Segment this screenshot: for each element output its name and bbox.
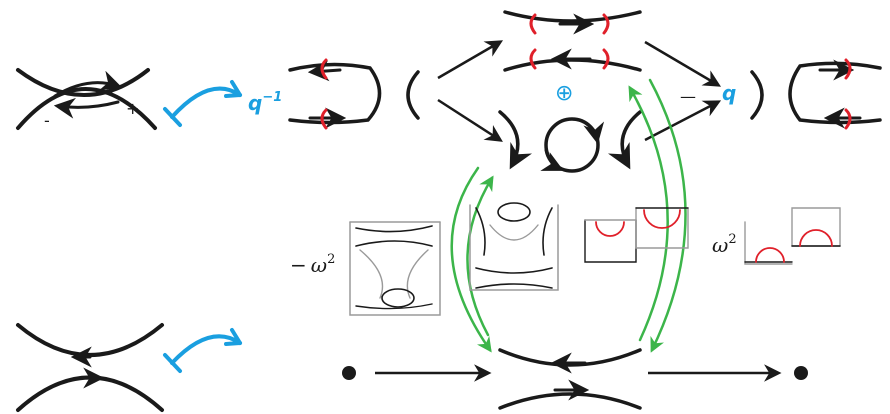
arrow-to-middle-smoothing	[437, 98, 503, 142]
omega-squared-label: ω2	[712, 232, 737, 257]
plus-label: +	[126, 99, 139, 118]
crossing-arc-a	[16, 68, 150, 97]
green-arrows-right	[628, 78, 687, 353]
crossing-arrow-right	[53, 70, 122, 98]
foam-cobordism-2	[469, 202, 559, 291]
q-inverse-label: q−1	[248, 90, 282, 115]
q-label: q	[722, 81, 736, 105]
bottom-smoothing	[498, 348, 642, 410]
bottom-cap	[16, 323, 164, 357]
mapsto-arrow-top	[163, 80, 242, 127]
arrow-to-top-smoothing	[437, 40, 504, 80]
crossing-bottom-left	[16, 323, 164, 412]
arrow-middle-to-q	[644, 100, 722, 142]
arrow-top-to-q	[644, 40, 722, 87]
top-smoothing	[503, 10, 642, 72]
minus-label: -	[44, 111, 50, 130]
left-open-bracket	[406, 70, 420, 120]
left-smoothing	[288, 58, 382, 130]
crossing-arrow-left	[53, 97, 120, 119]
mapsto-arrow-bottom	[163, 328, 242, 373]
middle-smoothing	[498, 110, 642, 173]
foam-cobordism-1	[349, 221, 441, 316]
green-arrows-left	[450, 166, 494, 353]
minus-q-sign: —	[680, 87, 696, 106]
bottom-cup	[16, 375, 164, 412]
half-disc-boxes-right	[744, 207, 841, 265]
right-dot	[794, 366, 808, 380]
crossing-arc-b	[16, 87, 157, 130]
right-smoothing	[788, 58, 882, 130]
left-dot	[342, 366, 356, 380]
oplus-label: ⊕	[555, 81, 573, 106]
crossing-top-left	[16, 68, 157, 130]
minus-omega-label: −ω2	[290, 252, 335, 277]
right-close-bracket	[750, 70, 764, 120]
half-disc-boxes-left	[584, 207, 689, 263]
